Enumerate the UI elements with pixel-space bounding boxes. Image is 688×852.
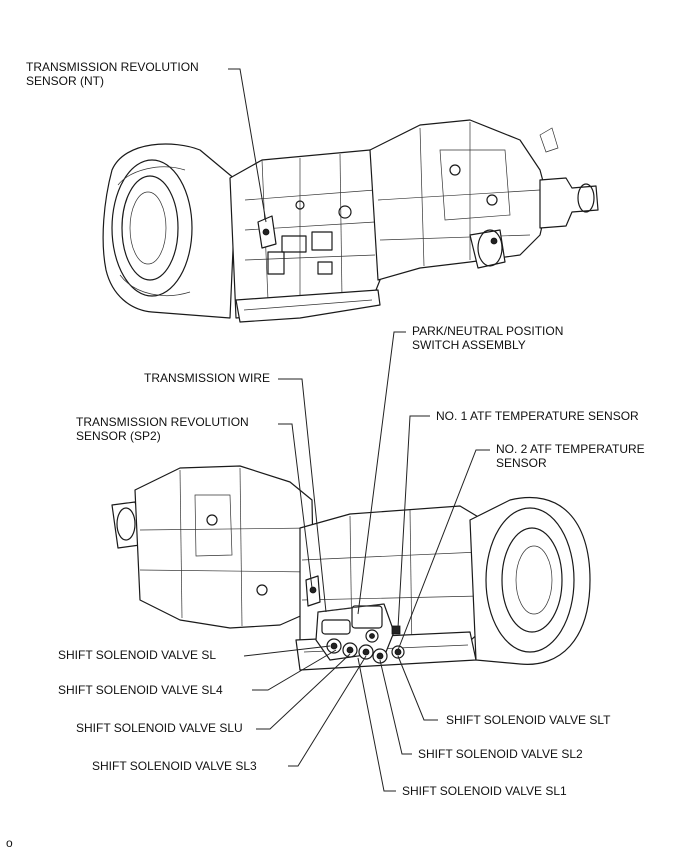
leader-sl bbox=[243, 645, 331, 657]
leader-slt bbox=[397, 655, 438, 721]
label-atf2-line1: NO. 2 ATF TEMPERATURE bbox=[496, 442, 645, 456]
label-sl4: SHIFT SOLENOID VALVE SL4 bbox=[58, 683, 223, 697]
label-atf1: NO. 1 ATF TEMPERATURE SENSOR bbox=[436, 409, 639, 423]
figure-code: o bbox=[6, 836, 13, 850]
label-atf2-line2: SENSOR bbox=[496, 456, 547, 470]
label-sl2: SHIFT SOLENOID VALVE SL2 bbox=[418, 747, 583, 761]
leader-sl3 bbox=[288, 655, 367, 767]
label-nt-line1: TRANSMISSION REVOLUTION bbox=[26, 60, 199, 74]
leader-atf2 bbox=[397, 449, 490, 651]
leader-sl4 bbox=[252, 649, 337, 691]
leader-pnp bbox=[357, 331, 406, 615]
label-transmission-wire: TRANSMISSION WIRE bbox=[144, 371, 270, 385]
label-sl1: SHIFT SOLENOID VALVE SL1 bbox=[402, 784, 567, 798]
leader-wire bbox=[278, 378, 327, 613]
leader-sp2 bbox=[278, 423, 313, 589]
callout-labels: TRANSMISSION REVOLUTION SENSOR (NT) PARK… bbox=[6, 60, 645, 850]
lower-transmission-illustration bbox=[111, 465, 591, 671]
leader-sl2 bbox=[379, 659, 412, 755]
leader-atf1 bbox=[397, 415, 430, 629]
label-sl: SHIFT SOLENOID VALVE SL bbox=[58, 648, 216, 662]
leader-lines bbox=[228, 68, 490, 792]
leader-sl1 bbox=[357, 657, 396, 792]
upper-transmission-illustration bbox=[102, 119, 599, 323]
label-pnp-line1: PARK/NEUTRAL POSITION bbox=[412, 324, 563, 338]
label-nt-line2: SENSOR (NT) bbox=[26, 74, 104, 88]
label-pnp-line2: SWITCH ASSEMBLY bbox=[412, 338, 526, 352]
leader-nt bbox=[228, 68, 267, 223]
label-slt: SHIFT SOLENOID VALVE SLT bbox=[446, 713, 611, 727]
label-sp2-line1: TRANSMISSION REVOLUTION bbox=[76, 415, 249, 429]
label-slu: SHIFT SOLENOID VALVE SLU bbox=[76, 721, 243, 735]
label-sp2-line2: SENSOR (SP2) bbox=[76, 429, 161, 443]
leader-slu bbox=[256, 653, 351, 730]
label-sl3: SHIFT SOLENOID VALVE SL3 bbox=[92, 759, 257, 773]
